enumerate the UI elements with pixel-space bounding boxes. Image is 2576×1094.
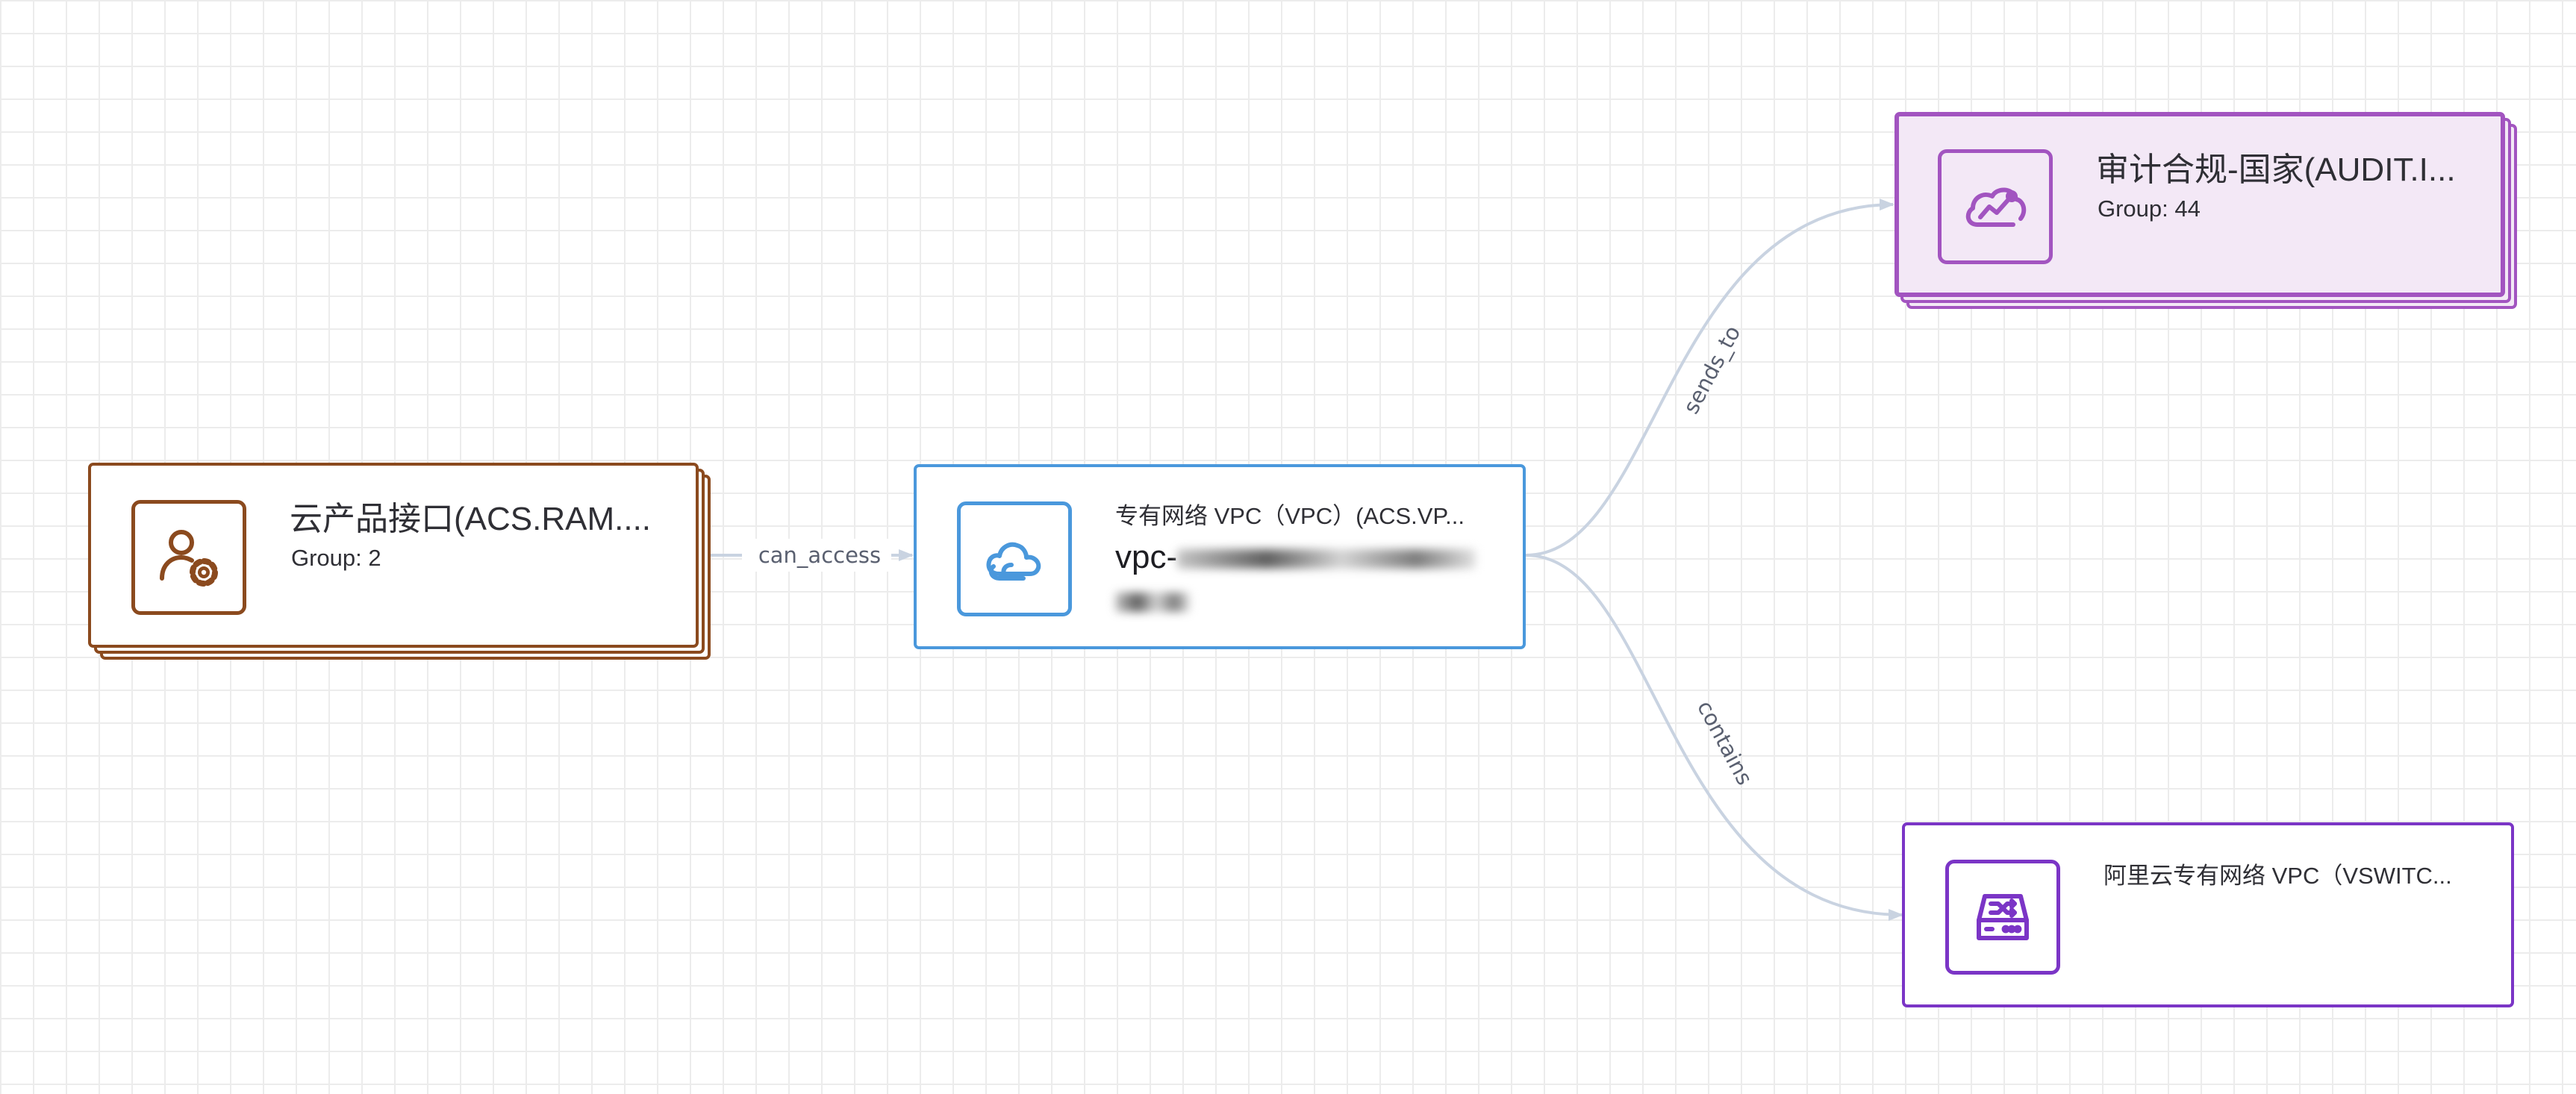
redacted-vpc-id-tail (1115, 593, 1190, 613)
node-ram-group: Group: 2 (291, 545, 381, 571)
node-ram-title: 云产品接口(ACS.RAM.... (290, 501, 652, 537)
node-audit[interactable]: 审计合规-国家(AUDIT.I... Group: 44 (1894, 112, 2505, 297)
node-vpc-type-label: 专有网络 VPC（VPC）(ACS.VP... (1115, 503, 1465, 529)
node-vswitch-type-label: 阿里云专有网络 VPC（VSWITC... (2103, 863, 2452, 889)
user-gear-icon (131, 500, 246, 615)
node-ram[interactable]: 云产品接口(ACS.RAM.... Group: 2 (88, 463, 699, 648)
node-audit-group: Group: 44 (2098, 196, 2201, 222)
node-vswitch[interactable]: 阿里云专有网络 VPC（VSWITC... (1902, 822, 2514, 1007)
edge-label-contains: contains (1692, 696, 1758, 789)
switch-icon (1945, 860, 2060, 975)
chart-trend-icon (1938, 149, 2053, 264)
edge-sends-to[interactable] (1525, 199, 1894, 557)
edge-contains[interactable] (1525, 554, 1903, 921)
cloud-icon (957, 501, 1072, 616)
node-vpc[interactable]: 专有网络 VPC（VPC）(ACS.VP... vpc- (914, 464, 1526, 649)
redacted-vpc-id (1177, 549, 1476, 569)
node-vpc-name-prefix: vpc- (1115, 539, 1178, 575)
edge-label-bg (742, 539, 891, 572)
node-audit-title: 审计合规-国家(AUDIT.I... (2096, 151, 2456, 188)
edge-label-sends-to: sends_to (1678, 322, 1745, 418)
node-vpc-name: vpc- (1115, 536, 1503, 622)
edge-label-can-access: can_access (758, 543, 881, 568)
